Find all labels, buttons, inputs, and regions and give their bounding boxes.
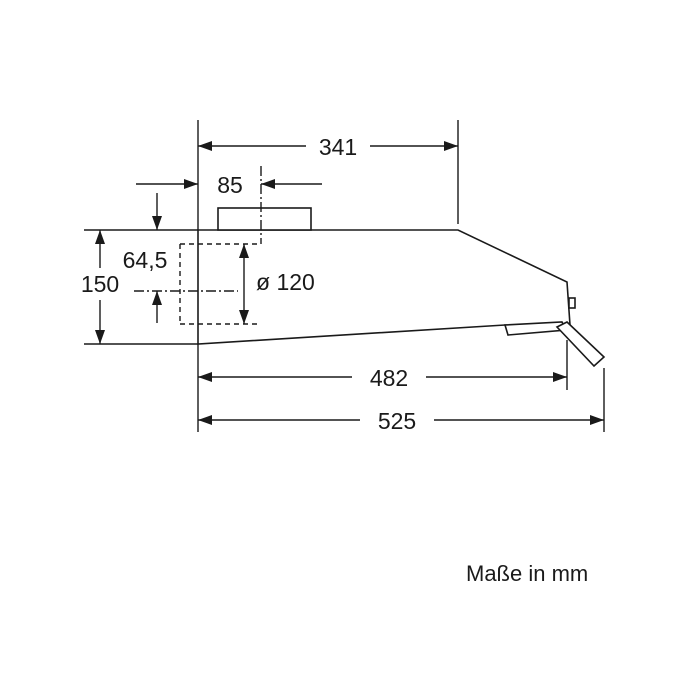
dimension-341: 341	[198, 134, 458, 160]
dim-64-5-arrow-top	[152, 216, 162, 230]
dim-341-arrow-left	[198, 141, 212, 151]
dimension-150: 150	[81, 230, 119, 344]
dim-482-label: 482	[370, 365, 408, 391]
front-lip	[503, 321, 568, 336]
dim-525-label: 525	[378, 408, 416, 434]
front-knob	[568, 297, 576, 309]
dim-85-arrow-right	[261, 179, 275, 189]
dim-341-arrow-right	[444, 141, 458, 151]
exhaust-outlet	[217, 207, 312, 231]
dim-341-label: 341	[319, 134, 357, 160]
units-note: Maße in mm	[466, 561, 589, 586]
extension-lines	[84, 120, 605, 432]
dimension-525: 525	[198, 408, 604, 434]
dimension-85: 85	[136, 172, 322, 198]
dim-85-label: 85	[217, 172, 243, 198]
dim-85-arrow-left	[184, 179, 198, 189]
hood-outline	[197, 207, 606, 368]
dimension-64-5: 64,5	[123, 193, 168, 323]
hidden-pipe	[179, 243, 260, 325]
dim-dia-label: ø 120	[256, 269, 315, 295]
dim-482-arrow-left	[198, 372, 212, 382]
dimension-diameter-120: ø 120	[239, 244, 315, 324]
visor-bar	[555, 321, 606, 368]
dim-482-arrow-right	[553, 372, 567, 382]
dimension-482: 482	[198, 365, 567, 391]
dim-dia-arrow-top	[239, 244, 249, 258]
dim-150-label: 150	[81, 271, 119, 297]
dim-dia-arrow-bottom	[239, 310, 249, 324]
dim-64-5-arrow-bottom	[152, 291, 162, 305]
dim-150-arrow-bottom	[95, 330, 105, 344]
dim-150-arrow-top	[95, 230, 105, 244]
dim-525-arrow-right	[590, 415, 604, 425]
dim-525-arrow-left	[198, 415, 212, 425]
dim-64-5-label: 64,5	[123, 247, 168, 273]
